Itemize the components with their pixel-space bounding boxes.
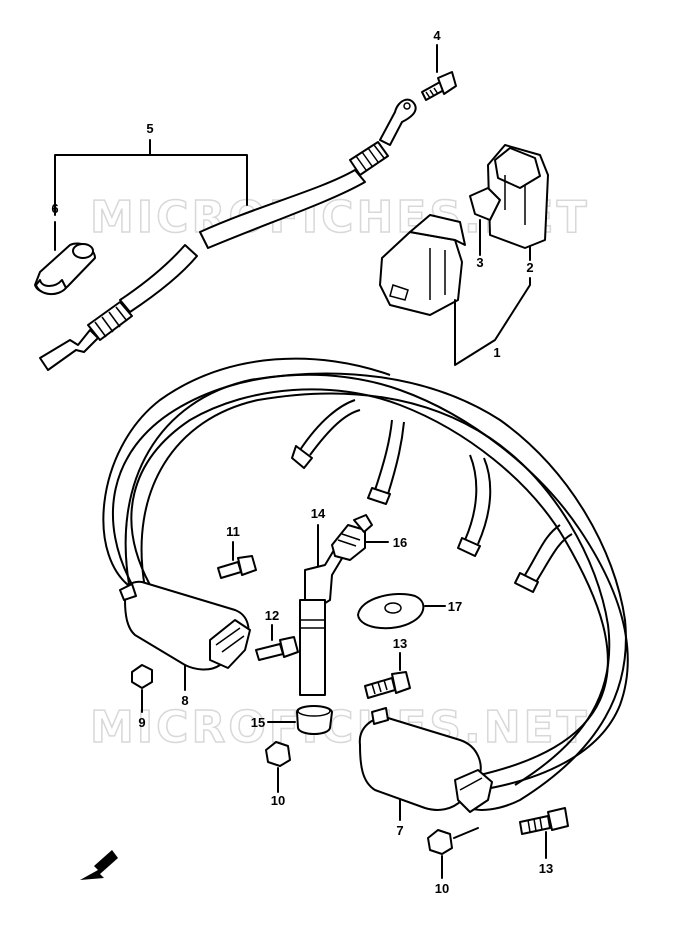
label-5: 5 — [146, 121, 153, 136]
terminal-cap-part-6 — [34, 221, 96, 295]
label-10-right: 10 — [435, 881, 449, 896]
label-12: 12 — [265, 608, 279, 623]
label-4: 4 — [433, 28, 441, 43]
watermark-bottom: MICROFICHES.NET — [90, 702, 590, 753]
label-13-lower: 13 — [539, 861, 553, 876]
bolt-part-4 — [421, 44, 457, 101]
ignition-coil-part-7 — [358, 707, 493, 821]
label-16: 16 — [393, 535, 407, 550]
bolt-part-13-lower — [519, 807, 569, 859]
label-7: 7 — [396, 823, 403, 838]
label-14: 14 — [311, 506, 326, 521]
label-10-left: 10 — [271, 793, 285, 808]
label-11: 11 — [226, 524, 240, 539]
ignition-coil-part-8 — [119, 580, 251, 691]
cap-part-16 — [331, 514, 389, 561]
ground-wire-part-5 — [39, 98, 417, 371]
front-direction-arrow-icon — [80, 850, 118, 880]
coupler-parts-1-2-3 — [379, 144, 549, 366]
nut-part-9 — [131, 664, 153, 713]
nut-part-10-left — [265, 741, 291, 793]
grommet-part-17 — [357, 593, 446, 630]
label-8: 8 — [181, 693, 188, 708]
bolt-part-12 — [255, 624, 299, 661]
label-3: 3 — [476, 255, 483, 270]
label-9: 9 — [138, 715, 145, 730]
label-15: 15 — [251, 715, 265, 730]
cap-part-15 — [267, 705, 333, 735]
high-tension-cords — [102, 357, 629, 811]
label-13-upper: 13 — [393, 636, 407, 651]
bolt-part-13-upper — [364, 652, 411, 699]
label-2: 2 — [526, 260, 533, 275]
label-17: 17 — [448, 599, 462, 614]
label-6: 6 — [51, 201, 58, 216]
nut-part-10-right — [427, 827, 479, 879]
bolt-part-11 — [217, 541, 257, 579]
label-1: 1 — [493, 345, 500, 360]
